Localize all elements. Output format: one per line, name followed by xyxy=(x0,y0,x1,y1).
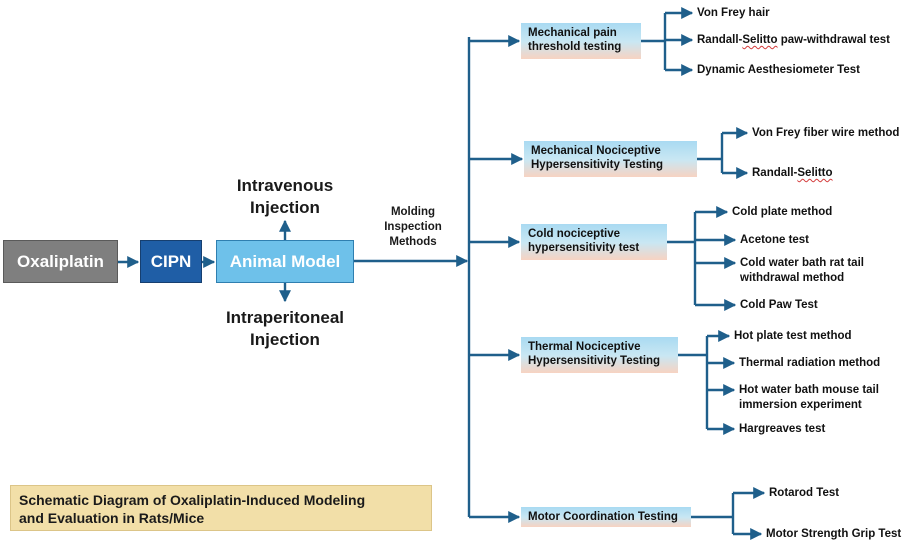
intravenous-line-1: Intravenous xyxy=(236,176,334,195)
cipn-box: CIPN xyxy=(140,240,202,283)
molding-line-2: Inspection xyxy=(384,221,442,233)
intravenous-line-2: Injection xyxy=(250,198,320,217)
category-label-line: hypersensitivity test xyxy=(528,242,640,254)
test-method-line: Cold plate method xyxy=(732,206,833,218)
spellcheck-underline: Selitto xyxy=(797,167,833,179)
test-method-label: Cold Paw Test xyxy=(740,298,818,313)
test-method-label: Motor Strength Grip Test xyxy=(766,527,901,542)
test-method-line: Hot plate test method xyxy=(734,330,852,342)
test-method-label: Rotarod Test xyxy=(769,486,839,501)
category-label-line: Mechanical Nociceptive xyxy=(531,145,661,157)
test-method-label: Hargreaves test xyxy=(739,422,825,437)
intravenous-injection-label: Intravenous Injection xyxy=(205,175,365,219)
caption-line-2: and Evaluation in Rats/Mice xyxy=(19,510,205,526)
molding-inspection-methods-label: Molding Inspection Methods xyxy=(368,205,458,250)
category-label-line: threshold testing xyxy=(528,41,622,53)
test-method-label: Von Frey hair xyxy=(697,6,770,21)
test-method-line: immersion experiment xyxy=(739,399,862,411)
category-label-line: Motor Coordination Testing xyxy=(528,511,678,523)
test-method-line: Motor Strength Grip Test xyxy=(766,528,902,540)
category-box-4: Motor Coordination Testing xyxy=(521,507,691,527)
category-label-line: Cold nociceptive xyxy=(528,228,621,240)
test-method-label: Von Frey fiber wire method xyxy=(752,126,899,141)
test-method-line: Cold water bath rat tail xyxy=(740,257,864,269)
intraperitoneal-injection-label: Intraperitoneal Injection xyxy=(195,307,375,351)
oxaliplatin-box: Oxaliplatin xyxy=(3,240,118,283)
molding-line-1: Molding xyxy=(390,206,436,218)
test-method-label: Randall-Selitto xyxy=(752,166,833,181)
test-method-line: Von Frey fiber wire method xyxy=(752,127,900,139)
test-method-line: Cold Paw Test xyxy=(740,299,818,311)
caption-line-1: Schematic Diagram of Oxaliplatin-Induced… xyxy=(19,492,366,508)
spellcheck-underline: Selitto xyxy=(742,34,778,46)
intraperitoneal-line-1: Intraperitoneal xyxy=(225,308,345,327)
molding-line-3: Methods xyxy=(389,236,437,248)
intraperitoneal-line-2: Injection xyxy=(250,330,320,349)
test-method-line: Randall-Selitto xyxy=(752,167,833,179)
test-method-label: Hot plate test method xyxy=(734,329,852,344)
category-label-line: Hypersensitivity Testing xyxy=(528,355,661,367)
category-box-0: Mechanical pain threshold testing xyxy=(521,23,641,59)
category-label-line: Hypersensitivity Testing xyxy=(531,159,664,171)
test-method-line: Von Frey hair xyxy=(697,7,770,19)
test-method-line: Dynamic Aesthesiometer Test xyxy=(697,64,860,76)
category-label-line: Mechanical pain xyxy=(528,27,617,39)
test-method-line: withdrawal method xyxy=(740,272,845,284)
category-label-line: Thermal Nociceptive xyxy=(528,341,641,353)
diagram-caption: Schematic Diagram of Oxaliplatin-Induced… xyxy=(10,485,432,531)
test-method-label: Cold plate method xyxy=(732,205,832,220)
test-method-label: Randall-Selitto paw-withdrawal test xyxy=(697,33,890,48)
test-method-line: Acetone test xyxy=(740,234,810,246)
test-method-line: Thermal radiation method xyxy=(739,357,881,369)
test-method-line: Hargreaves test xyxy=(739,423,826,435)
test-method-label: Thermal radiation method xyxy=(739,356,880,371)
test-method-label: Acetone test xyxy=(740,233,809,248)
test-method-label: Hot water bath mouse tail immersion exper… xyxy=(739,383,879,413)
animal-model-box: Animal Model xyxy=(216,240,354,283)
test-method-label: Cold water bath rat tail withdrawal metho… xyxy=(740,256,864,286)
test-method-line: Randall-Selitto paw-withdrawal test xyxy=(697,34,890,46)
test-method-line: Hot water bath mouse tail xyxy=(739,384,879,396)
category-box-2: Cold nociceptive hypersensitivity test xyxy=(521,224,667,260)
test-method-line: Rotarod Test xyxy=(769,487,840,499)
test-method-label: Dynamic Aesthesiometer Test xyxy=(697,63,860,78)
